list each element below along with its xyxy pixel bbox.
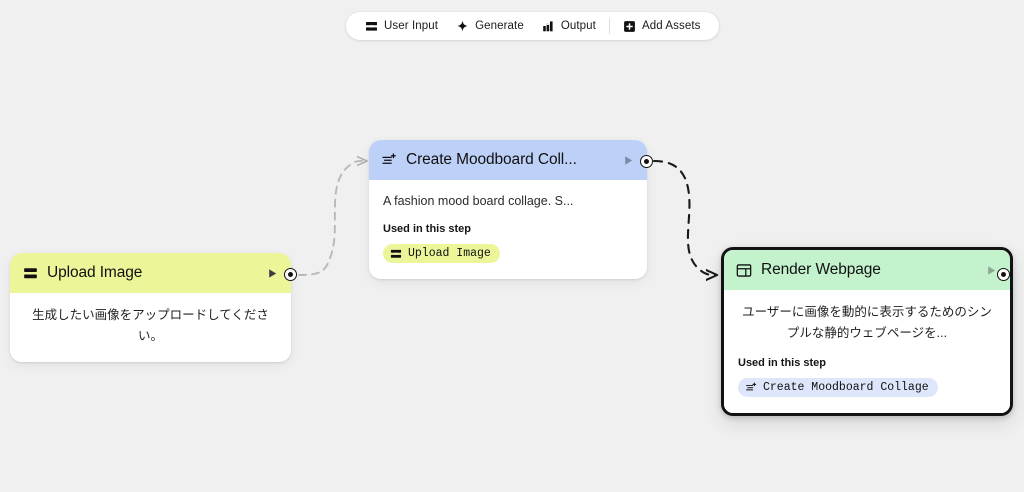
node-body: ユーザーに画像を動的に表示するためのシンプルな静的ウェブページを... Used…	[724, 290, 1010, 413]
node-title: Render Webpage	[761, 261, 881, 278]
node-title: Upload Image	[47, 264, 143, 281]
toolbar-item-add-assets[interactable]: Add Assets	[614, 13, 710, 39]
toolbar-item-generate[interactable]: Generate	[447, 13, 533, 39]
dependency-chip-upload-image[interactable]: Upload Image	[383, 244, 500, 264]
webpage-layout-icon	[736, 262, 752, 278]
toolbar-item-label: Output	[560, 20, 596, 32]
node-render-webpage[interactable]: Render Webpage ユーザーに画像を動的に表示するためのシンプルな静的…	[721, 247, 1013, 416]
node-description: A fashion mood board collage. S...	[383, 194, 574, 208]
toolbar-item-label: User Input	[384, 20, 439, 32]
sparkle-icon	[456, 20, 469, 33]
node-description: 生成したい画像をアップロードしてください。	[32, 308, 269, 344]
toolbar-item-label: Generate	[475, 20, 524, 32]
run-node-button[interactable]	[984, 263, 998, 277]
used-in-this-step-label: Used in this step	[738, 356, 827, 369]
node-body: 生成したい画像をアップロードしてください。	[10, 293, 291, 362]
toolbar-item-output[interactable]: Output	[533, 13, 605, 39]
output-port-moodboard-collage[interactable]	[640, 155, 653, 168]
bar-chart-icon	[542, 20, 555, 33]
run-node-button[interactable]	[621, 153, 635, 167]
node-create-moodboard-collage[interactable]: Create Moodboard Coll... A fashion mood …	[369, 140, 647, 279]
toolbar-item-user-input[interactable]: User Input	[356, 13, 447, 39]
node-header[interactable]: Render Webpage	[724, 250, 1010, 290]
run-node-button[interactable]	[265, 266, 279, 280]
toolbar-divider	[608, 18, 610, 34]
lines-plus-icon	[745, 381, 757, 393]
stacked-bars-icon	[390, 248, 402, 260]
stacked-bars-icon	[22, 265, 38, 281]
stacked-bars-icon	[365, 20, 378, 33]
node-palette-toolbar[interactable]: User Input Generate Output	[346, 12, 720, 40]
node-upload-image[interactable]: Upload Image 生成したい画像をアップロードしてください。	[10, 253, 291, 362]
edge-moodboard-to-render	[652, 159, 716, 275]
node-description: ユーザーに画像を動的に表示するためのシンプルな静的ウェブページを...	[742, 305, 992, 341]
dependency-chip-create-moodboard-collage[interactable]: Create Moodboard Collage	[738, 377, 938, 397]
output-port-render-webpage[interactable]	[997, 268, 1010, 281]
lines-plus-icon	[381, 152, 397, 168]
node-header[interactable]: Upload Image	[10, 253, 291, 293]
chip-label: Create Moodboard Collage	[763, 380, 929, 394]
node-body: A fashion mood board collage. S... Used …	[369, 180, 647, 279]
node-header[interactable]: Create Moodboard Coll...	[369, 140, 647, 180]
plus-square-icon	[623, 20, 636, 33]
used-in-this-step-label: Used in this step	[383, 223, 472, 236]
toolbar-item-label: Add Assets	[641, 20, 701, 32]
node-title: Create Moodboard Coll...	[406, 151, 577, 168]
chip-label: Upload Image	[408, 247, 491, 261]
edge-upload-to-moodboard	[298, 161, 366, 276]
output-port-upload-image[interactable]	[284, 268, 297, 281]
